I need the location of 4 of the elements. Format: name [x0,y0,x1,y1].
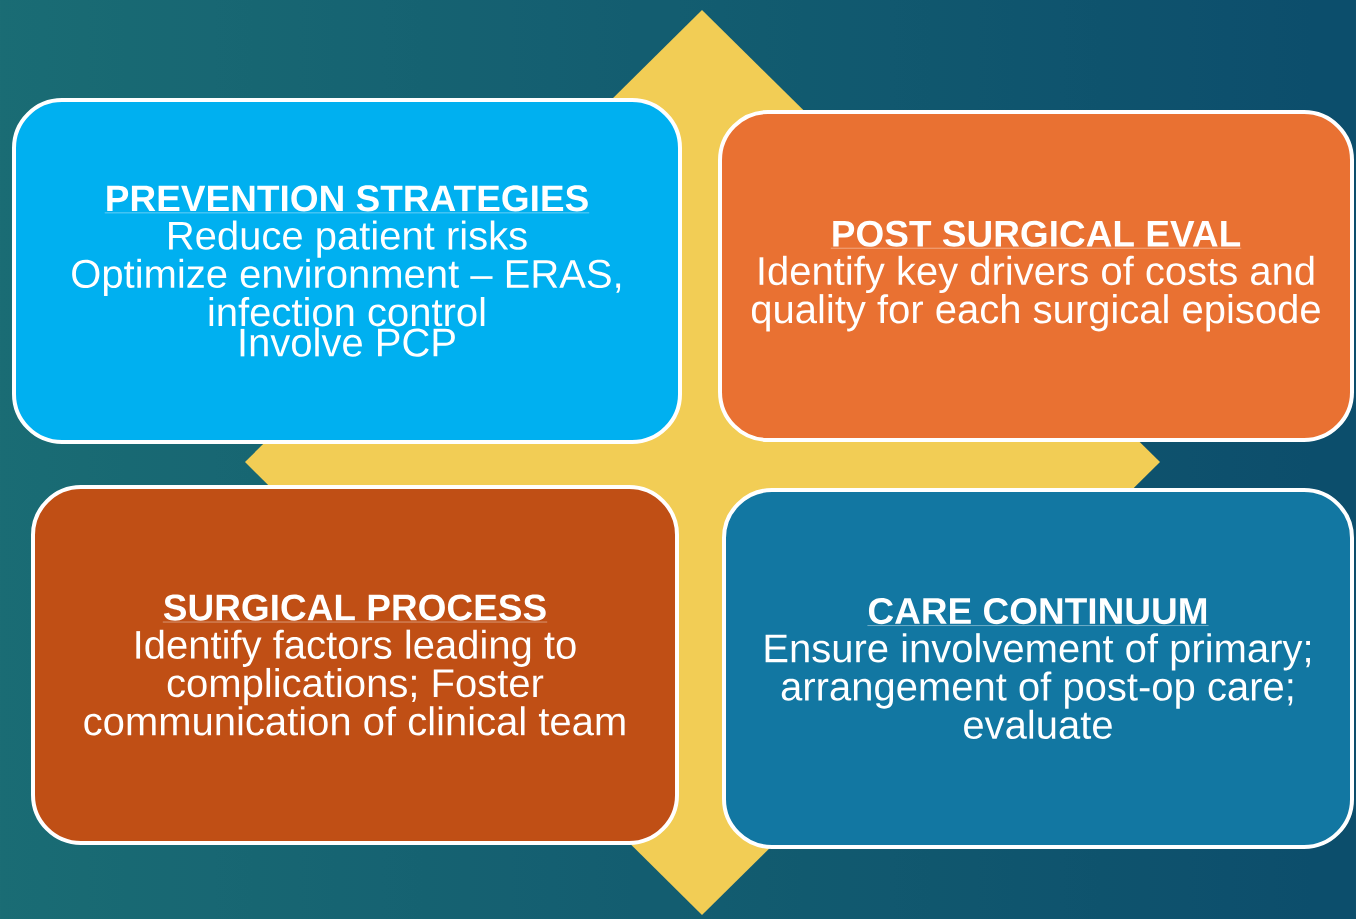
topic-box: CARE CONTINUUM Ensure involvement of primary; arrangement of post-op care; evaluate [722,488,1354,849]
topic-box: POST SURGICAL EVAL Identify key drivers of costs and quality for each surgical episode [718,110,1354,442]
topic-box: SURGICAL PROCESS Identify factors leading to complications; Foster communication of clinical team [31,485,679,845]
topic-box: PREVENTION STRATEGIES Reduce patient risks Optimize environment – ERAS, infection control Involve PCP [12,98,682,444]
